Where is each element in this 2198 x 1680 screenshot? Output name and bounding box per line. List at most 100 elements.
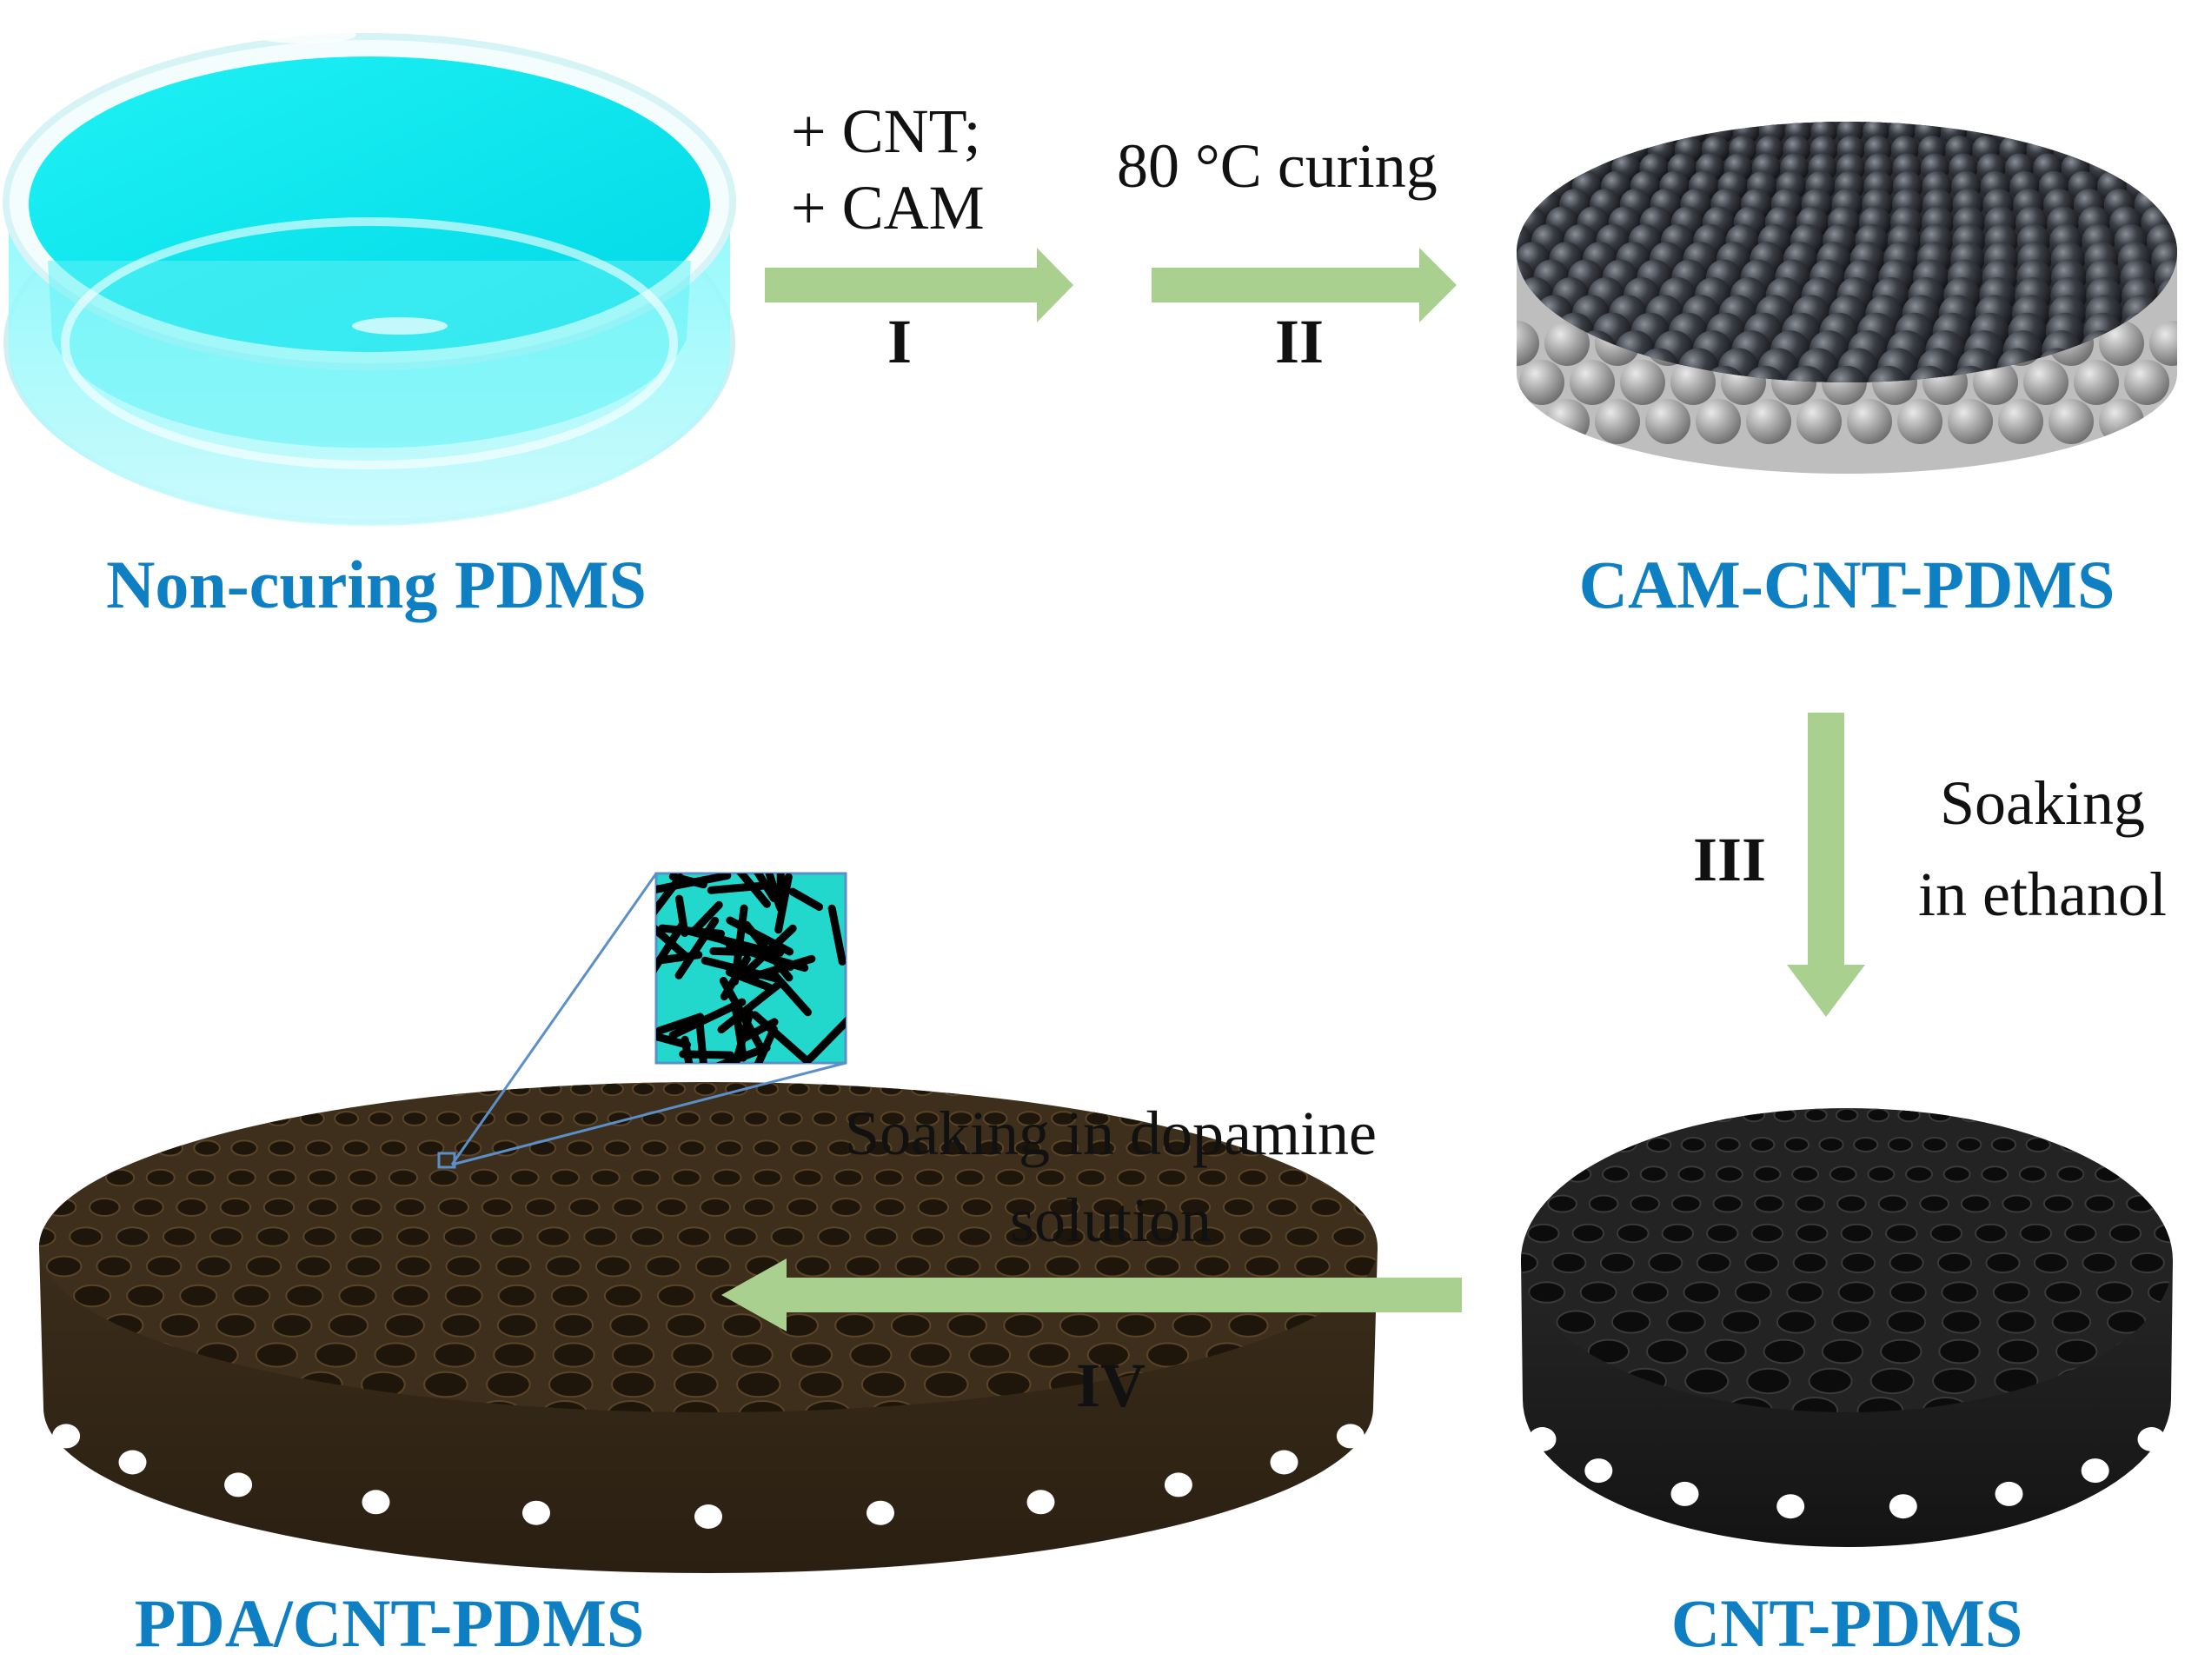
pore [1998, 1340, 2038, 1364]
pore [744, 1199, 774, 1216]
pore [791, 1140, 817, 1155]
rim-notch [119, 1451, 147, 1475]
pore [1117, 1314, 1156, 1337]
cnt-stick [711, 886, 767, 891]
pore [478, 1083, 500, 1095]
pore [256, 1343, 297, 1366]
pore [1667, 1311, 1705, 1332]
rim-notch [1337, 1424, 1365, 1448]
pore [1037, 1170, 1065, 1186]
pore [1992, 1109, 2014, 1121]
pore [1889, 1138, 1912, 1152]
rim-notch [1529, 1427, 1557, 1451]
pore [1672, 1196, 1701, 1212]
pore [176, 1199, 207, 1216]
cam-sphere [1785, 100, 1810, 125]
pore [1544, 1138, 1567, 1152]
pore [1890, 1282, 1926, 1303]
pore [713, 1170, 740, 1186]
pore [641, 1140, 667, 1155]
step-4-number: IV [1076, 1350, 1145, 1422]
pore [874, 1199, 905, 1216]
pore [28, 1112, 51, 1126]
rim-notch [52, 1424, 80, 1448]
stage-title-cam-cnt-pdms: CAM-CNT-PDMS [1579, 546, 2115, 624]
pore [2127, 1196, 2155, 1212]
pore [1573, 1225, 1604, 1243]
step-4-line-1: Soaking in dopamine [845, 1098, 1377, 1170]
rim-notch [2138, 1427, 2166, 1451]
pore [231, 1140, 257, 1155]
cam-sphere [1551, 118, 1577, 145]
pore [948, 1314, 987, 1337]
pore [791, 1343, 832, 1366]
cam-sphere [1710, 100, 1736, 125]
pore [1939, 1340, 1979, 1364]
pore [129, 1112, 153, 1126]
pore [199, 1083, 221, 1095]
pore [369, 1112, 392, 1126]
pore [1879, 1196, 1908, 1212]
pore [537, 1227, 569, 1245]
pore [1986, 1253, 2019, 1272]
pore [1641, 1166, 1667, 1181]
pore [1147, 1343, 1188, 1366]
cam-sphere [2035, 100, 2060, 125]
pore [381, 1140, 407, 1155]
pore [1066, 1083, 1088, 1095]
pore [679, 1140, 705, 1155]
pore [267, 1112, 290, 1126]
pore [962, 1199, 993, 1216]
pore [1239, 1170, 1267, 1186]
pore [592, 1170, 620, 1186]
pore [147, 1170, 175, 1186]
cam-sphere [1539, 136, 1567, 163]
pore [96, 1112, 119, 1126]
pore [2147, 1109, 2168, 1121]
pore [2131, 1253, 2164, 1272]
pore [315, 1343, 356, 1366]
pore [1279, 1170, 1307, 1186]
pore [658, 1285, 694, 1306]
cam-sphere [1482, 242, 1516, 276]
pore [1004, 1314, 1043, 1337]
cam-sphere [2009, 100, 2035, 125]
pore [969, 1343, 1010, 1366]
cam-sphere [1484, 171, 1514, 201]
pore [1663, 1225, 1694, 1243]
cam-sphere [1761, 100, 1786, 125]
pore [296, 1257, 331, 1277]
pore [1360, 1170, 1388, 1186]
pore [435, 1343, 475, 1366]
pore [1944, 1166, 1970, 1181]
pore [1060, 1314, 1099, 1337]
pore [347, 1257, 382, 1277]
rim-notch [1671, 1482, 1699, 1506]
pore [70, 1227, 102, 1245]
pore [1792, 1166, 1818, 1181]
pore [511, 1170, 539, 1186]
cam-sphere [2135, 136, 2162, 163]
pore [23, 1227, 55, 1245]
pore [2110, 1225, 2142, 1243]
pore [1098, 1083, 1119, 1095]
pore [1005, 1083, 1026, 1095]
pore [1743, 1109, 1765, 1121]
cam-sphere [2161, 136, 2189, 163]
pore [1158, 1170, 1185, 1186]
pore [264, 1199, 295, 1216]
cam-sphere [1736, 100, 1761, 125]
pore [1906, 1166, 1932, 1181]
pore [667, 1314, 706, 1337]
pore [613, 1199, 643, 1216]
pore [292, 1083, 314, 1095]
pore [164, 1112, 188, 1126]
cam-sphere [1525, 118, 1552, 145]
pore [1632, 1282, 1668, 1303]
pore [198, 1112, 222, 1126]
cam-sphere-lower [1494, 399, 1539, 444]
cam-sphere [2084, 100, 2109, 125]
cam-sphere [1935, 100, 1960, 125]
pore [912, 1083, 933, 1095]
pore [1931, 1225, 1962, 1243]
